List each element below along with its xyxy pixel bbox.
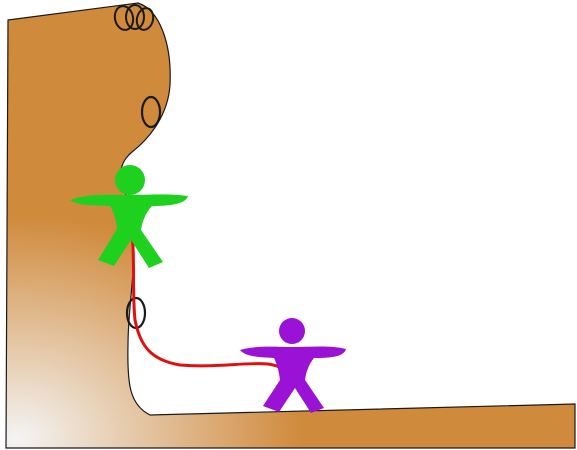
climbing-illustration [0,0,577,450]
